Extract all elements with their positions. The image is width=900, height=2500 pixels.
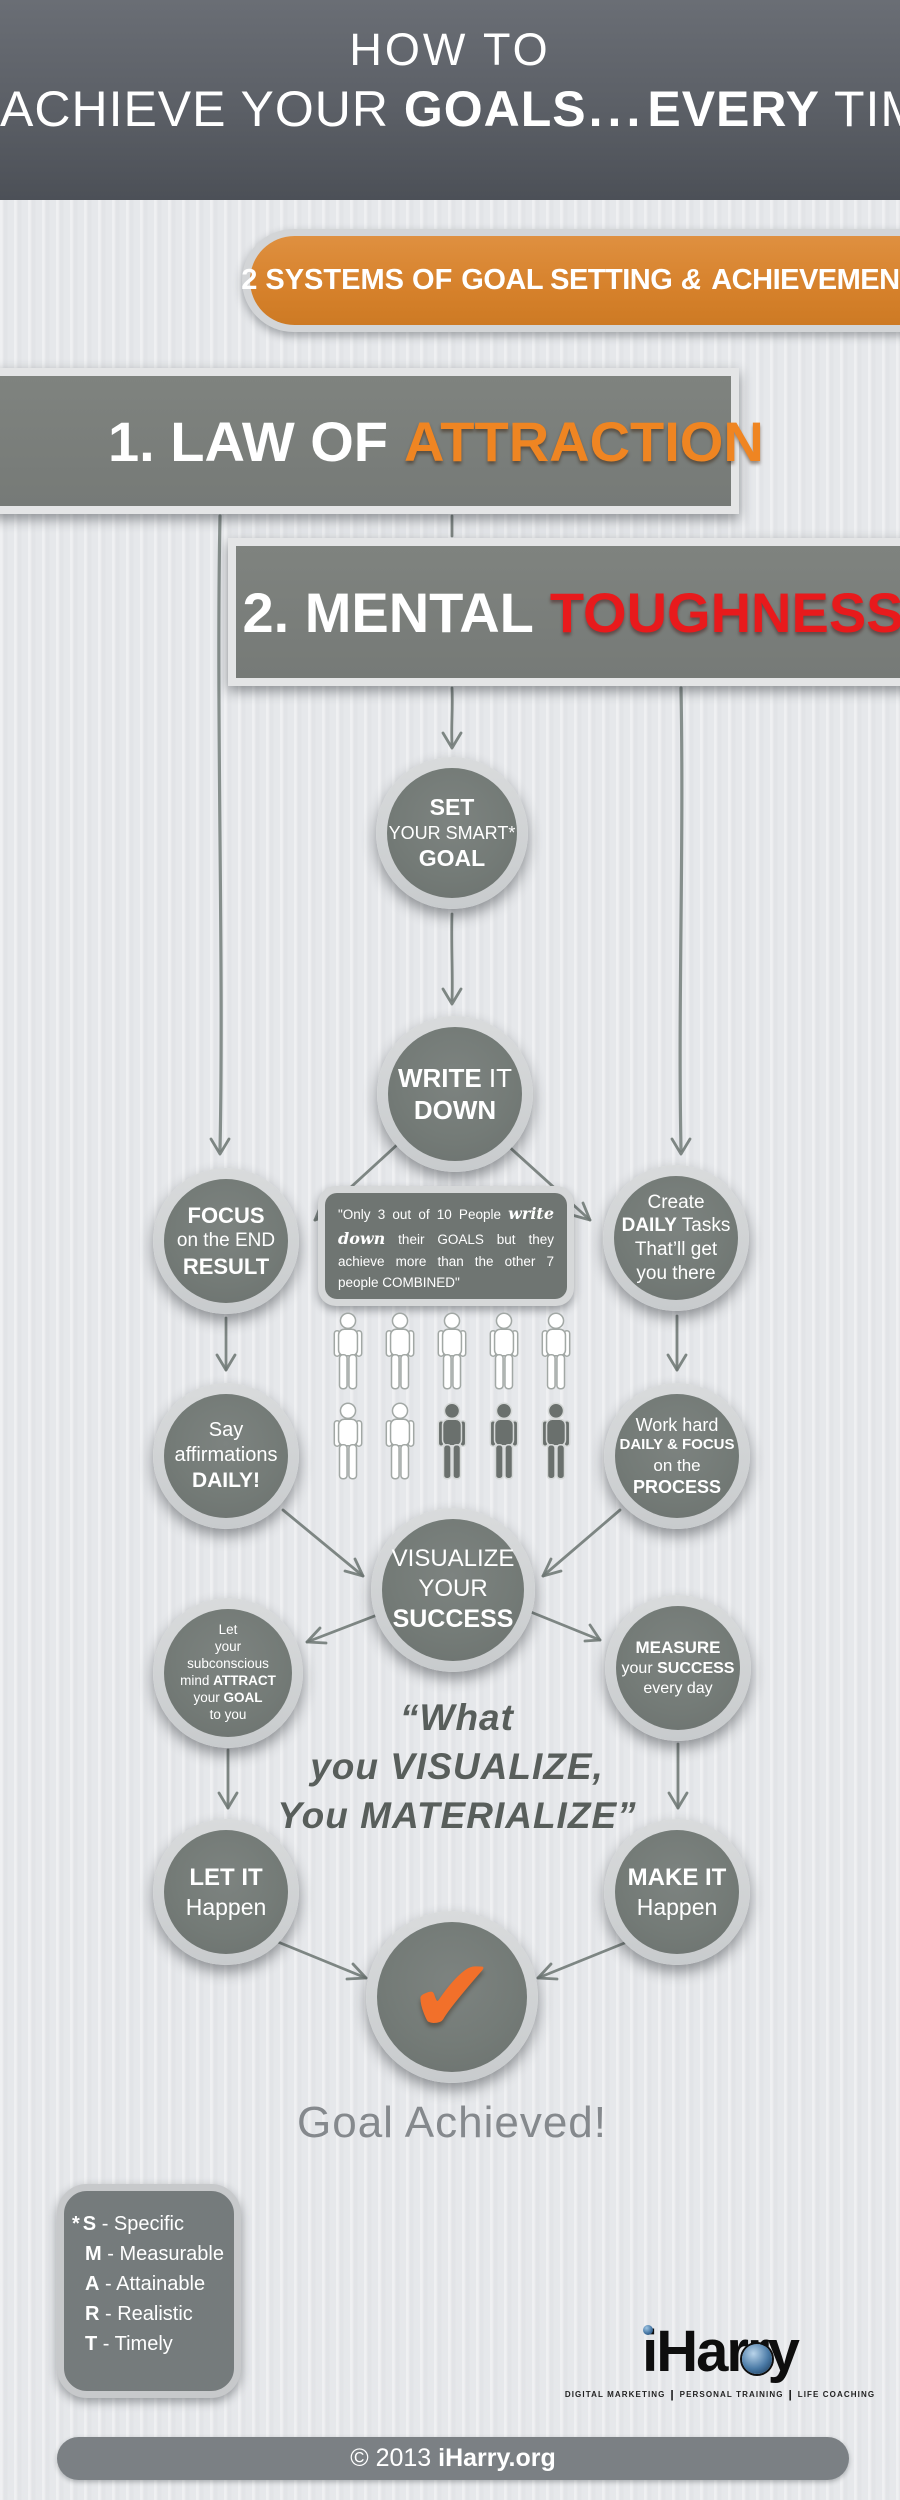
node-subconscious-attract: Let your subconscious mind ATTRACT your …	[153, 1598, 303, 1748]
people-grid	[331, 1311, 573, 1481]
arrow-mental-to-create	[678, 686, 684, 1152]
title-line1: HOW TO	[349, 24, 551, 75]
visualize-materialize-quote: “What you VISUALIZE, You MATERIALIZE”	[277, 1697, 637, 1836]
arrow-letit-to-check	[276, 1940, 368, 1980]
person-icon	[489, 1312, 519, 1390]
arrowhead	[541, 1557, 563, 1578]
node-set-goal: SET YOUR SMART* GOAL	[376, 757, 528, 909]
law-prefix: 1. LAW OF	[108, 409, 388, 473]
arrowhead	[345, 1962, 368, 1981]
logo-tagline: DIGITAL MARKETING|PERSONAL TRAINING|LIFE…	[564, 2388, 876, 2401]
person-icon	[385, 1402, 415, 1480]
smart-item: *S - Specific	[72, 2213, 184, 2235]
person-icon	[333, 1402, 363, 1480]
node-write-it-down: WRITE IT DOWN	[377, 1016, 533, 1172]
arrow-mental-to-set	[450, 686, 454, 746]
smart-item: T - Timely	[85, 2333, 173, 2355]
arrowhead	[441, 987, 463, 1006]
check-icon: ✔	[408, 1939, 496, 2055]
node-say-affirmations: Say affirmations DAILY!	[153, 1383, 299, 1529]
law-highlight: ATTRACTION	[404, 409, 764, 473]
copyright-bar: © 2013 iHarry.org	[57, 2437, 849, 2480]
node-focus-end-result: FOCUS on the END RESULT	[153, 1168, 299, 1314]
arrow-set-to-write	[450, 912, 454, 1002]
arrow-makeit-to-check	[536, 1940, 629, 1980]
person-icon	[437, 1402, 467, 1480]
divider: |	[788, 2388, 793, 2401]
arrow-say-to-visualize	[281, 1508, 365, 1578]
arrowhead	[666, 1353, 688, 1372]
arrowhead	[217, 1791, 239, 1810]
node-create-daily-tasks: Create DAILY Tasks That’ll get you there	[603, 1165, 749, 1311]
person-icon	[333, 1312, 363, 1390]
goal-achieved-text: Goal Achieved!	[297, 2098, 607, 2147]
person-icon	[489, 1402, 519, 1480]
node-work-hard-process: Work hard DAILY & FOCUS on the PROCESS	[604, 1383, 750, 1529]
mental-prefix: 2. MENTAL	[242, 580, 534, 644]
header-banner: HOW TO ACHIEVE YOUR GOALS...EVERY TIME!	[0, 0, 900, 200]
logo-blue-dot-icon	[643, 2325, 654, 2335]
mental-highlight: TOUGHNESS	[549, 580, 900, 644]
arrowhead	[215, 1353, 237, 1372]
title-line2: ACHIEVE YOUR GOALS...EVERY TIME!	[0, 81, 900, 137]
person-icon	[541, 1312, 571, 1390]
logo-power-i: i	[642, 2319, 658, 2384]
arrow-write-right	[504, 1142, 592, 1222]
smart-item: R - Realistic	[85, 2303, 193, 2325]
arrowhead	[667, 1791, 689, 1810]
person-icon	[437, 1312, 467, 1390]
arrowhead	[670, 1137, 692, 1156]
smart-legend: *S - Specific M - Measurable A - Attaina…	[57, 2184, 241, 2398]
arrowhead	[209, 1137, 231, 1156]
arrowhead	[583, 1623, 602, 1643]
node-make-it-happen: MAKE IT Happen	[604, 1819, 750, 1965]
smart-item: M - Measurable	[85, 2243, 224, 2265]
divider: |	[670, 2388, 675, 2401]
node-measure-success: MEASURE your SUCCESS every day	[605, 1595, 751, 1741]
person-icon	[541, 1402, 571, 1480]
arrowhead	[536, 1962, 559, 1981]
arrow-law-to-focus	[217, 514, 223, 1152]
arrow-work-to-visualize	[541, 1508, 622, 1578]
arrowhead	[305, 1626, 328, 1645]
node-goal-check: ✔	[366, 1911, 538, 2083]
law-of-attraction-box: 1. LAW OF ATTRACTION	[0, 368, 764, 514]
arrowhead	[343, 1557, 365, 1578]
logo-orb-icon	[742, 2344, 773, 2374]
person-icon	[385, 1312, 415, 1390]
mental-toughness-box: 2. MENTAL TOUGHNESS	[228, 538, 900, 686]
node-visualize-success: VISUALIZE YOUR SUCCESS	[371, 1508, 535, 1672]
arrowhead	[570, 1201, 592, 1222]
arrowhead	[441, 731, 463, 750]
smart-item: A - Attainable	[85, 2273, 206, 2295]
statistic-box: "Only 3 out of 10 People write down thei…	[318, 1186, 574, 1306]
node-let-it-happen: LET IT Happen	[153, 1819, 299, 1965]
